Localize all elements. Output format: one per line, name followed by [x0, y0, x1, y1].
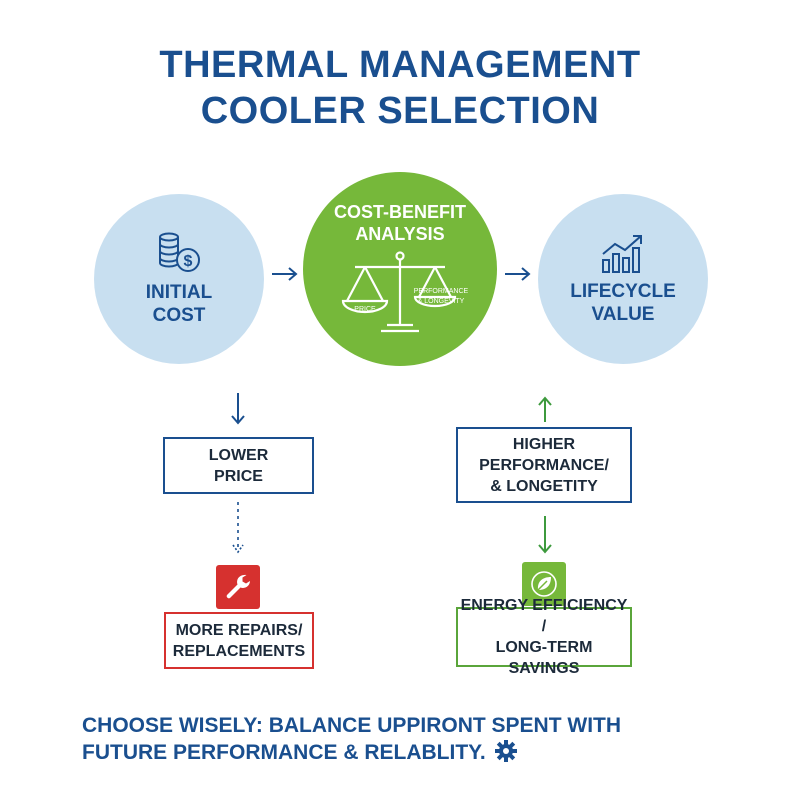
- lifecycle-value-node: LIFECYCLE VALUE: [538, 194, 708, 364]
- scale-left-label: PRICE: [354, 306, 376, 313]
- higher-perf-label-3: & LONGETITY: [490, 477, 598, 495]
- footer-note: CHOOSE WISELY: BALANCE UPPIRONT SPENT WI…: [82, 712, 722, 766]
- higher-performance-box: HIGHER PERFORMANCE/ & LONGETITY: [456, 427, 632, 503]
- arrow-right-2: [505, 267, 531, 281]
- efficiency-icon-tile: [522, 562, 566, 606]
- lower-price-label-2: PRICE: [214, 467, 263, 485]
- footer-line-2: FUTURE PERFORMANCE & RELABLITY.: [82, 741, 486, 764]
- scale-right-label-2: & LONGEVITY: [418, 298, 465, 305]
- title-line-1: THERMAL MANAGEMENT: [159, 44, 641, 86]
- initial-cost-node: $ INITIAL COST: [94, 194, 264, 364]
- efficiency-label-2: LONG-TERM SAVINGS: [495, 639, 593, 677]
- arrow-down-dotted: [232, 502, 244, 554]
- repairs-label-1: MORE REPAIRS/: [175, 621, 303, 639]
- bar-chart-trend-icon: [602, 235, 642, 273]
- coins-dollar-icon: $: [159, 232, 200, 272]
- repairs-label-2: REPLACEMENTS: [172, 642, 306, 660]
- wrench-icon: [226, 574, 250, 599]
- initial-cost-label-2: COST: [152, 305, 206, 326]
- analysis-label-2: ANALYSIS: [355, 224, 445, 244]
- svg-text:$: $: [184, 253, 193, 270]
- efficiency-label-1: ENERGY EFFICIENCY /: [460, 597, 628, 635]
- arrow-down-1: [231, 393, 245, 425]
- arrow-down-green: [538, 516, 552, 554]
- page-title: THERMAL MANAGEMENT COOLER SELECTION: [0, 42, 800, 134]
- higher-perf-label-1: HIGHER: [512, 435, 576, 453]
- analysis-label-1: COST-BENEFIT: [333, 202, 466, 222]
- arrow-up-green: [538, 396, 552, 422]
- energy-efficiency-box: ENERGY EFFICIENCY / LONG-TERM SAVINGS: [456, 597, 632, 677]
- title-line-2: COOLER SELECTION: [200, 90, 600, 132]
- scale-right-label-1: PERFORMANCE: [414, 288, 469, 295]
- lower-price-box: LOWER PRICE: [163, 437, 314, 494]
- repairs-icon-tile: [216, 565, 260, 609]
- initial-cost-label-1: INITIAL: [145, 282, 213, 303]
- arrow-right-1: [272, 267, 298, 281]
- balance-scale-icon: PRICE PERFORMANCE & LONGEVITY: [341, 251, 469, 333]
- leaf-icon: [531, 571, 557, 597]
- gear-icon: [494, 740, 517, 762]
- repairs-box: MORE REPAIRS/ REPLACEMENTS: [164, 612, 314, 669]
- lower-price-label-1: LOWER: [208, 446, 269, 464]
- cost-benefit-node: COST-BENEFIT ANALYSIS PRICE PERFORMANCE …: [303, 172, 497, 366]
- footer-line-1: CHOOSE WISELY: BALANCE UPPIRONT SPENT WI…: [82, 714, 622, 737]
- lifecycle-label-1: LIFECYCLE: [570, 281, 676, 302]
- lifecycle-label-2: VALUE: [591, 304, 655, 325]
- higher-perf-label-2: PERFORMANCE/: [479, 456, 609, 474]
